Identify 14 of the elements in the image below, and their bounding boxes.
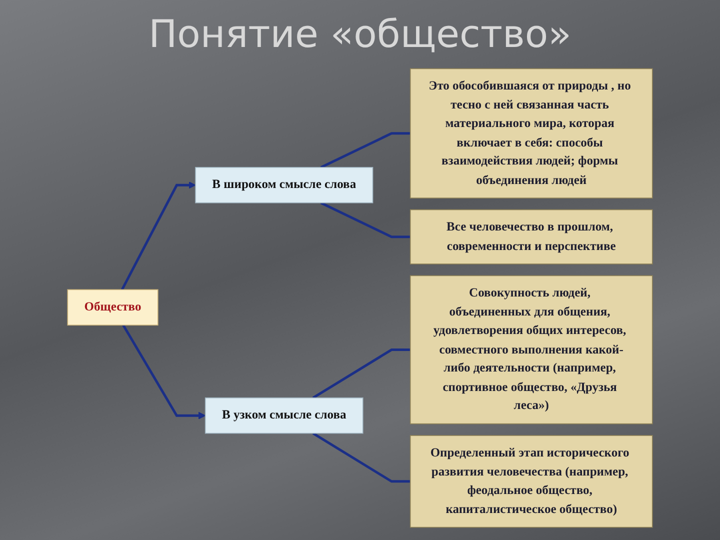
connector-line: [312, 432, 410, 483]
slide-title: Понятие «общество»: [148, 14, 572, 54]
definition-box: Все человечество в прошлом, современности и перспективе: [410, 209, 653, 264]
definition-box: Определенный этап исторического развития человечества (например, феодальное общество, капиталистическое общество): [410, 435, 653, 528]
meaning-box: В широком смысле слова: [195, 166, 374, 204]
definition-box: Это обособившаяся от природы , но тесно с ней связанная часть материального мира, которая включает в себя: способы взаимодействия людей; формы объединения людей: [410, 68, 653, 198]
definition-box: Совокупность людей, объединенных для общения, удовлетворения общих интересов, совместного выполнения какой-либо деятельности (например, спортивное общество, «Друзья леса»): [410, 275, 653, 424]
connector-line: [320, 202, 410, 238]
arrow: [120, 181, 196, 290]
meaning-box: В узком смысле слова: [204, 397, 364, 434]
arrow: [122, 324, 206, 420]
connector-line: [320, 132, 410, 168]
connector-line: [312, 348, 410, 399]
concept-box: Общество: [67, 289, 158, 326]
